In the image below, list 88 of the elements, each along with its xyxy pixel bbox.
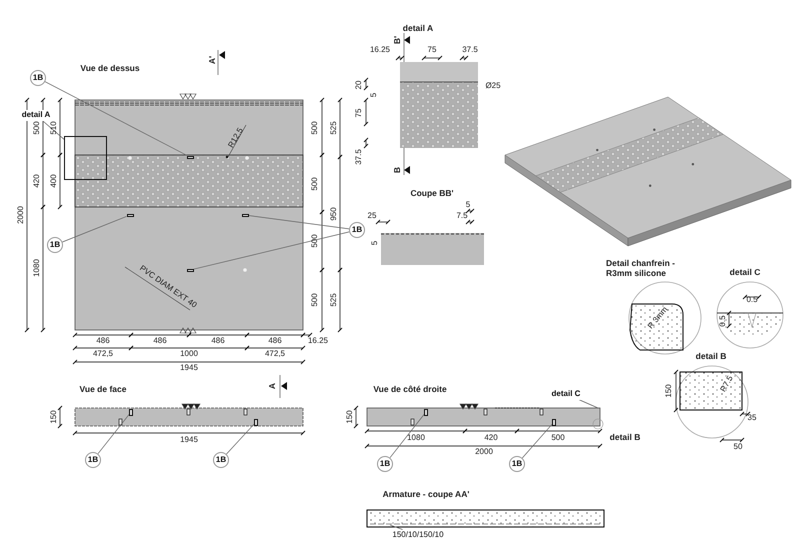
dimension-value: 37.5 <box>355 149 363 165</box>
dimension-value: Ø25 <box>485 82 501 90</box>
callout-bubble: 1B <box>509 456 525 472</box>
callout-bubble: 1B <box>30 70 46 86</box>
leader-line <box>522 424 552 458</box>
dimension-value: 1000 <box>180 350 198 358</box>
dimension-value: 1080 <box>33 259 41 277</box>
anchor-insert <box>254 418 258 426</box>
detail-title: detail B <box>696 352 726 360</box>
callout-bubble: 1B <box>377 456 393 472</box>
dimension-value: 35 <box>748 414 756 422</box>
dimension-value: 500 <box>311 177 319 191</box>
dimension-value: 5 <box>371 240 379 246</box>
leader-line <box>226 424 254 454</box>
dimension-value: 2000 <box>17 206 25 224</box>
dimension-value: 510 <box>50 121 58 135</box>
dimension-value: 525 <box>330 293 338 307</box>
dimension-value: 486 <box>96 337 110 345</box>
leader-line <box>42 120 64 140</box>
dimension-value: 525 <box>330 121 338 135</box>
dimension-value: 1945 <box>180 364 198 372</box>
dimension-value: 37.5 <box>462 46 478 54</box>
view-title: Vue de face <box>80 384 126 394</box>
leader-line <box>578 399 598 408</box>
dimension-value: 486 <box>268 337 282 345</box>
dimension-value: 75 <box>355 108 363 118</box>
dimension-value: 500 <box>33 121 41 135</box>
detail-title: detail C <box>730 268 760 276</box>
leader-line <box>390 524 403 530</box>
dimension-value: 7.5 <box>456 212 468 220</box>
dimension-value: 50 <box>734 443 742 451</box>
section-letter: A' <box>208 56 216 64</box>
leader-line <box>248 215 350 230</box>
dimension-value: 472,5 <box>264 350 286 358</box>
dimension-value: 150 <box>665 384 673 398</box>
anchor-insert <box>186 268 194 272</box>
view-title: Coupe BB' <box>410 188 454 198</box>
dimension-value: 500 <box>311 234 319 248</box>
dimension-value: 486 <box>153 337 167 345</box>
dimension-value: 1945 <box>180 436 198 444</box>
view-title: Vue de côté droite <box>373 384 447 394</box>
dimension-value: 400 <box>50 174 58 188</box>
dimension-value: 16.25 <box>308 337 328 345</box>
leader-line <box>62 216 127 242</box>
dimension-value: 5 <box>370 92 378 98</box>
anchor-insert <box>242 214 248 216</box>
dimension-value: 1080 <box>407 434 425 442</box>
section-letter: A <box>268 382 276 390</box>
rebar-spec-label: 150/10/150/10 <box>387 530 449 540</box>
dimension-value: 500 <box>311 121 319 135</box>
anchor-insert <box>186 156 194 158</box>
leader-line <box>44 81 188 156</box>
anchor-insert <box>126 214 134 216</box>
dimension-value: 472,5 <box>92 350 114 358</box>
callout-bubble: 1B <box>213 452 229 468</box>
dimension-value: 500 <box>311 293 319 307</box>
dimension-value: 5 <box>466 201 470 209</box>
detail-title: detail B <box>610 432 640 442</box>
detail-frame <box>64 136 107 180</box>
anchor-insert <box>552 418 556 426</box>
section-letter: B' <box>392 36 402 44</box>
dimension-value: 950 <box>330 207 338 221</box>
dimension-value: 420 <box>484 434 498 442</box>
dimension-value: 75 <box>428 46 436 54</box>
dimension-value: 20 <box>355 80 363 90</box>
detail-title: Detail chanfrein - R3mm silicone <box>606 258 676 278</box>
dimension-value: 2000 <box>475 448 493 456</box>
leader-line <box>98 414 130 454</box>
detail-title: detail A <box>402 24 434 32</box>
dimension-value: 420 <box>33 174 41 188</box>
view-title: Armature - coupe AA' <box>382 490 470 498</box>
callout-bubble: 1B <box>85 452 101 468</box>
view-title: Vue de dessus <box>80 64 140 72</box>
section-letter: B <box>392 166 402 174</box>
dimension-value: 486 <box>211 337 225 345</box>
callout-bubble: 1B <box>47 237 63 253</box>
dimension-value: 0.5 <box>719 315 727 327</box>
leader-line <box>390 414 424 458</box>
dimension-value: 25 <box>368 212 376 220</box>
dimension-value: 500 <box>551 434 565 442</box>
dimension-value: 150 <box>50 410 58 424</box>
leader-line <box>193 232 350 270</box>
dimension-value: 16.25 <box>370 46 390 54</box>
dimension-value: 150 <box>346 410 354 424</box>
anchor-insert <box>424 408 428 416</box>
callout-bubble: 1B <box>349 222 365 238</box>
dimension-value: 0.5 <box>746 296 758 304</box>
anchor-insert <box>129 408 133 416</box>
